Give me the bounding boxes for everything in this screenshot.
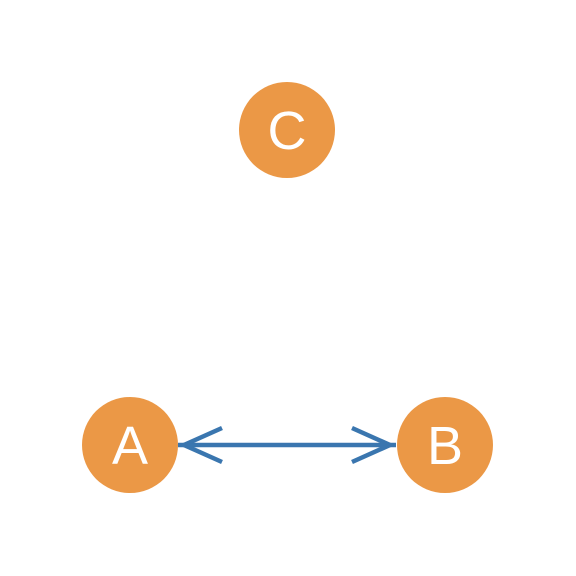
node-c-circle xyxy=(239,82,335,178)
node-b-label: B xyxy=(427,416,463,476)
node-a: A xyxy=(82,397,178,493)
node-b: B xyxy=(397,397,493,493)
edge-a-b xyxy=(178,425,396,465)
node-a-label: A xyxy=(112,416,148,476)
arrowhead-b xyxy=(351,425,396,465)
node-a-circle xyxy=(82,397,178,493)
node-b-circle xyxy=(397,397,493,493)
node-c-label: C xyxy=(268,101,307,161)
node-c: C xyxy=(239,82,335,178)
arrowhead-a xyxy=(178,425,223,465)
